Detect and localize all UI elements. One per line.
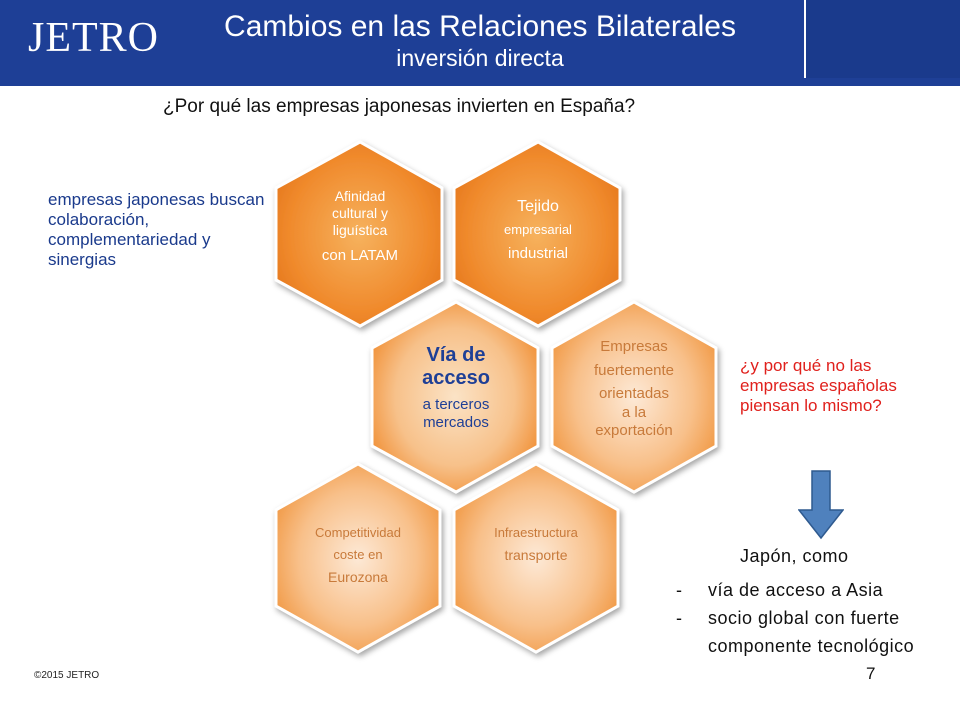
- japon-heading: Japón, como: [740, 546, 849, 566]
- hex-line: liguística: [332, 222, 388, 238]
- hexagon-via-acceso: [370, 300, 540, 494]
- right-question: ¿y por qué no las empresas españolas pie…: [740, 356, 897, 415]
- list-item: - vía de acceso a Asia: [676, 576, 946, 604]
- list-item: - socio global con fuerte componente tec…: [676, 604, 946, 660]
- hex-line: Afinidad: [334, 188, 386, 204]
- hexagon-empresas: [550, 300, 718, 494]
- hex-line: Competitividad: [315, 525, 401, 540]
- hex-line: Empresas: [600, 338, 668, 355]
- hex-line: Infraestructura: [494, 525, 578, 540]
- hex-line: orientadas: [598, 385, 670, 402]
- hexagon-afinidad-label: Afinidad cultural y liguística con LATAM: [286, 188, 434, 264]
- list-dash: -: [676, 580, 683, 600]
- hex-line: cultural y: [331, 205, 389, 221]
- hexagon-infraestructura-label: Infraestructura transporte: [462, 522, 610, 566]
- hex-line: a terceros: [422, 396, 490, 413]
- header-bar: JETRO Cambios en las Relaciones Bilatera…: [0, 0, 960, 86]
- hexagon-tejido-label: Tejido empresarial industrial: [464, 197, 612, 265]
- hex-line: exportación: [595, 422, 673, 439]
- hexagon-competitividad: [274, 462, 442, 654]
- main-question: ¿Por qué las empresas japonesas invierte…: [163, 96, 636, 117]
- hex-line: Eurozona: [328, 569, 388, 585]
- hexagon-competitividad-label: Competitividad coste en Eurozona: [284, 522, 432, 588]
- hex-line: a la: [621, 404, 647, 421]
- hex-line: empresarial: [504, 222, 572, 237]
- hex-line: industrial: [507, 245, 569, 262]
- hex-title-line: Vía de: [426, 344, 486, 366]
- hexagon-via-acceso-label: Vía de acceso a terceros mercados: [382, 344, 530, 432]
- hex-line: fuertemente: [593, 362, 675, 379]
- left-note: empresas japonesas buscan colaboración, …: [48, 190, 265, 269]
- list-item-text: socio global con fuerte componente tecno…: [708, 608, 915, 656]
- hex-line: transporte: [504, 547, 568, 563]
- japon-list: - vía de acceso a Asia - socio global co…: [676, 576, 946, 660]
- hex-line: mercados: [423, 414, 489, 431]
- hex-line: coste en: [333, 547, 383, 562]
- hex-title-line: acceso: [422, 367, 490, 389]
- arrow-down-icon: [798, 470, 844, 540]
- list-dash: -: [676, 608, 683, 628]
- jetro-logo: JETRO: [28, 15, 159, 61]
- list-item-text: vía de acceso a Asia: [708, 580, 884, 600]
- slide-subtitle: inversión directa: [396, 45, 564, 71]
- hexagon-infraestructura: [452, 462, 620, 654]
- hex-line: con LATAM: [321, 247, 399, 264]
- hexagon-empresas-label: Empresas fuertemente orientadas a la exp…: [560, 336, 708, 440]
- hex-line: Tejido: [517, 198, 559, 215]
- slide-title: Cambios en las Relaciones Bilaterales: [224, 10, 736, 43]
- hexagon-afinidad: [274, 140, 444, 328]
- copyright-footer: ©2015 JETRO: [34, 670, 100, 681]
- page-number: 7: [866, 664, 876, 683]
- header-right-panel: [804, 0, 960, 78]
- hexagon-tejido: [452, 140, 622, 328]
